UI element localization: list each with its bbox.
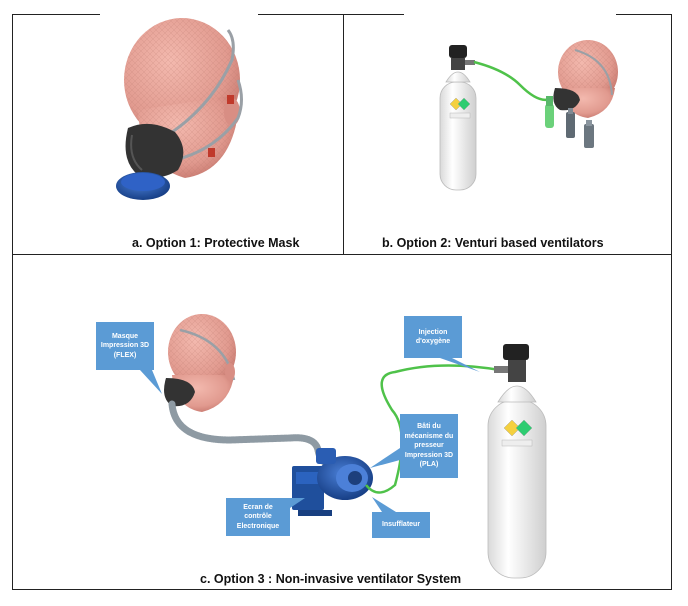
callout-masque: Masque Impression 3D (FLEX) [96,322,154,370]
blower-unit-icon [292,448,373,516]
caption-a: a. Option 1: Protective Mask [132,236,300,250]
injection-pointer [440,358,480,372]
callout-ecran-line-3: Electronique [236,522,280,530]
masque-pointer [140,370,162,394]
callout-injection: Injection d'oxygène [404,316,462,358]
head-c-icon [164,314,236,412]
connector-pieces-icon [566,108,594,148]
caption-c: c. Option 3 : Non-invasive ventilator Sy… [200,572,462,586]
ecran-pointer [290,498,305,508]
panel-c-illustration [140,314,547,579]
callout-masque-line-1: Masque [111,332,139,340]
straps-a-icon [159,29,243,162]
callout-bati: Bâti du mécanisme du presseur Impression… [400,414,458,478]
oxygen-tube-b [473,60,553,102]
panel-a-illustration [116,18,243,200]
panel-b-top-right-line [616,14,672,15]
filter-cartridge-icon [116,172,170,200]
panel-c-frame [12,254,672,590]
callout-insufflateur-line-1: Insufflateur [381,521,421,529]
callout-bati-line-3: presseur [414,442,444,450]
oxygen-cylinder-c-icon [487,344,547,579]
protective-mask-icon [125,123,184,178]
oxygen-cylinder-b-icon [439,45,477,191]
callout-injection-line-2: d'oxygène [415,338,451,345]
callout-bati-line-4: Impression 3D [404,451,454,459]
callout-insufflateur: Insufflateur [372,512,430,538]
insufflateur-pointer [372,497,396,512]
callout-bati-line-2: mécanisme du [404,432,454,440]
oxygen-tube-c [365,364,501,494]
callout-masque-line-3: (FLEX) [113,351,137,359]
panel-b-illustration [439,40,618,191]
venturi-valve-icon [545,96,554,128]
callout-ecran-line-2: contrôle [244,513,272,521]
callout-masque-line-2: Impression 3D [100,342,150,350]
callout-bati-line-5: (PLA) [419,461,439,469]
bati-pointer [370,448,400,468]
breathing-hose [168,400,334,469]
callout-ecran-line-1: Ecran de [243,503,273,511]
panel-a-top-left-line [12,14,100,15]
callout-ecran: Ecran de contrôle Electronique [226,498,290,536]
caption-b: b. Option 2: Venturi based ventilators [382,236,604,250]
callout-bati-line-1: Bâti du [417,423,441,431]
panel-a-top-right-line [258,14,404,15]
callout-injection-line-1: Injection [418,328,448,336]
head-b-icon [553,40,618,118]
